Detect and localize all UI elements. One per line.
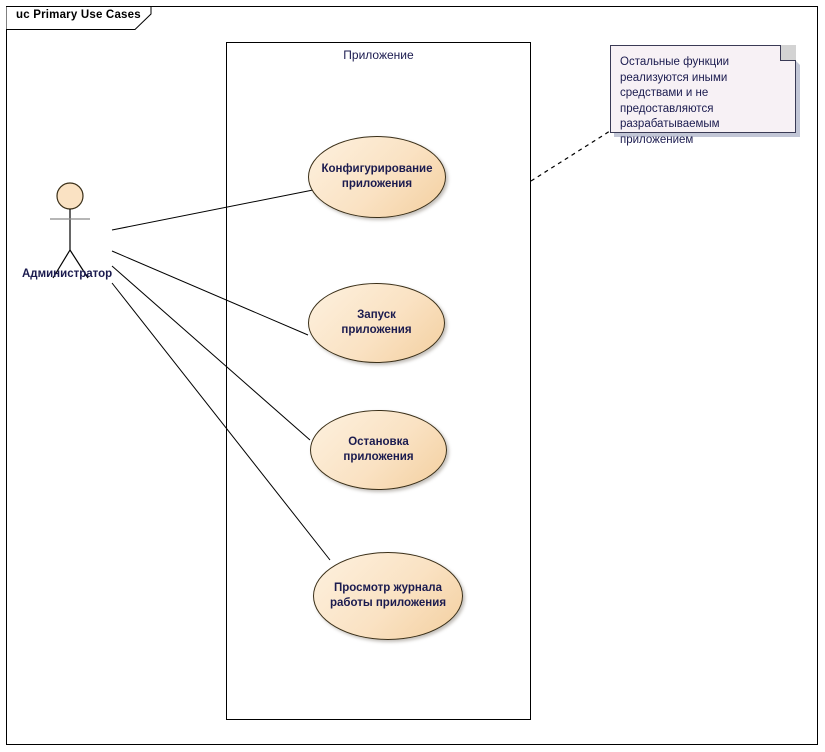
use-case-start-label: Запуск приложения <box>341 309 412 336</box>
system-boundary-label: Приложение <box>343 48 414 62</box>
diagram-title-tab: uc Primary Use Cases <box>16 9 141 21</box>
use-case-start[interactable]: Запуск приложения <box>308 283 445 363</box>
actor-label-administrator: Администратор <box>22 268 113 280</box>
note-box[interactable] <box>610 45 796 133</box>
note-text: Остальные функции реализуются иными сред… <box>620 56 730 146</box>
system-boundary <box>226 42 531 720</box>
note-fold-corner-icon <box>780 45 796 61</box>
